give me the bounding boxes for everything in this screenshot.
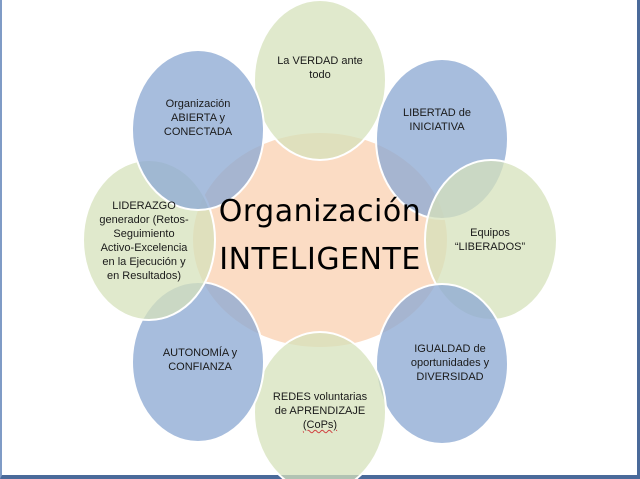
node-equipos-line: “LIBERADOS” — [454, 241, 526, 253]
node-liderazgo-line: en Resultados) — [107, 270, 181, 282]
node-redes-line: REDES voluntarias — [272, 391, 368, 403]
node-abierta: Organización ABIERTA y CONECTADA — [138, 93, 258, 143]
center-title-line1: Organización — [218, 194, 422, 229]
node-igualdad-line: oportunidades y — [410, 357, 490, 369]
node-libertad-line: INICIATIVA — [409, 121, 465, 133]
node-redes: REDES voluntarias de APRENDIZAJE (CoPs) — [260, 386, 380, 436]
node-liderazgo-line: Seguimiento — [113, 228, 175, 240]
node-equipos: Equipos “LIBERADOS” — [430, 220, 550, 260]
node-autonomia-line: CONFIANZA — [168, 361, 232, 373]
node-liderazgo-line: en la Ejecución y — [102, 256, 186, 268]
node-libertad: LIBERTAD de INICIATIVA — [382, 100, 492, 140]
node-verdad-line: La VERDAD ante — [277, 55, 363, 67]
node-abierta-line: Organización — [165, 98, 231, 110]
node-libertad-line: LIBERTAD de — [402, 107, 472, 119]
node-redes-line: (CoPs) — [302, 419, 338, 431]
node-abierta-line: ABIERTA y — [170, 112, 225, 124]
node-autonomia: AUTONOMÍA y CONFIANZA — [140, 340, 260, 380]
node-verdad: La VERDAD ante todo — [265, 48, 375, 88]
node-autonomia-line: AUTONOMÍA y — [162, 347, 238, 359]
node-verdad-line: todo — [309, 69, 331, 81]
center-title-line2: INTELIGENTE — [219, 242, 421, 277]
node-igualdad-circle — [375, 283, 509, 445]
node-abierta-circle — [131, 49, 265, 211]
node-abierta-line: CONECTADA — [163, 126, 233, 138]
node-liderazgo-line: Activo-Excelencia — [100, 242, 188, 254]
node-igualdad-line: IGUALDAD de — [414, 343, 486, 355]
node-liderazgo-line: LIDERAZGO — [112, 200, 176, 212]
node-equipos-line: Equipos — [470, 227, 510, 239]
node-igualdad-line: DIVERSIDAD — [416, 371, 484, 383]
center-title: Organización INTELIGENTE — [200, 188, 440, 284]
node-redes-line: de APRENDIZAJE — [274, 405, 366, 417]
node-verdad-circle — [253, 0, 387, 161]
node-redes-circle — [253, 331, 387, 479]
node-liderazgo-line: generador (Retos- — [99, 214, 189, 226]
node-igualdad: IGUALDAD de oportunidades y DIVERSIDAD — [390, 338, 510, 388]
node-liderazgo: LIDERAZGO generador (Retos- Seguimiento … — [84, 198, 204, 284]
